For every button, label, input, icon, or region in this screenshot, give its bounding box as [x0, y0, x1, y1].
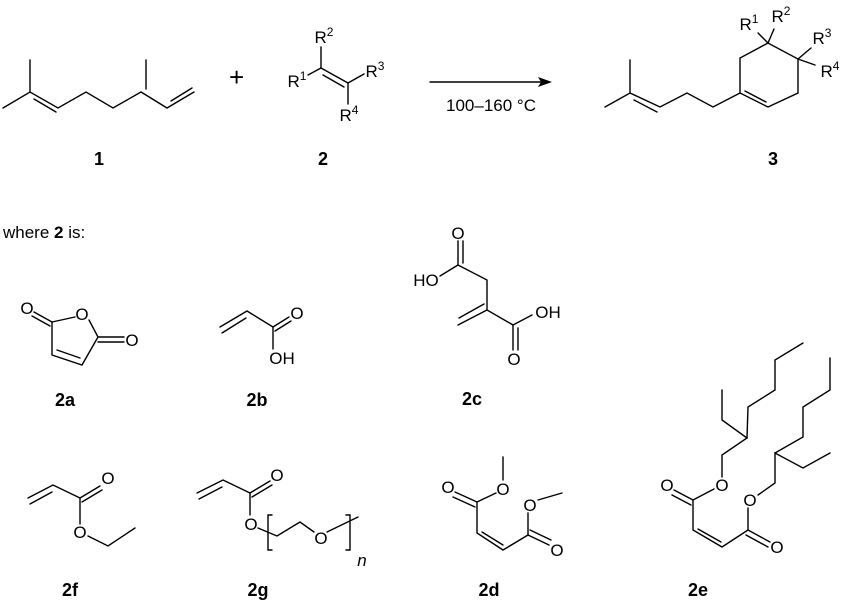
left-bracket — [267, 514, 273, 551]
carbonyl-oxygen: O — [507, 350, 520, 369]
repeat-subscript: n — [357, 551, 366, 570]
compound-2g-label: 2g — [247, 580, 268, 600]
r1-label: R1 — [288, 69, 307, 91]
ring-oxygen: O — [75, 305, 88, 324]
r4-label: R4 — [340, 103, 359, 125]
carbonyl-oxygen: O — [101, 469, 114, 488]
carbonyl-oxygen: O — [441, 478, 454, 497]
compound-2-label: 2 — [318, 149, 328, 169]
compound-3-label: 3 — [768, 149, 778, 169]
ester-oxygen: O — [715, 476, 728, 495]
compound-2b-structure: O OH — [219, 304, 304, 368]
ether-oxygen: O — [314, 529, 327, 548]
r4-label: R4 — [821, 59, 840, 81]
compound-2b-label: 2b — [246, 390, 267, 410]
carbonyl-oxygen: O — [770, 538, 783, 557]
reaction-arrow — [429, 77, 552, 87]
compound-2f-label: 2f — [62, 580, 79, 600]
compound-2d-structure: O O O O — [441, 456, 564, 560]
carbonyl-oxygen: O — [20, 299, 33, 318]
r2-label: R2 — [315, 25, 334, 47]
reaction-conditions: 100–160 °C — [446, 96, 536, 115]
carbonyl-oxygen: O — [451, 224, 464, 243]
r2-label: R2 — [772, 4, 791, 26]
hydroxyl-group: OH — [269, 349, 295, 368]
carbonyl-oxygen: O — [270, 466, 283, 485]
hydroxyl-group: HO — [413, 271, 439, 290]
right-bracket — [345, 514, 351, 551]
compound-1-label: 1 — [94, 149, 104, 169]
compound-3-structure: R1 R2 R3 R4 — [604, 4, 840, 113]
compound-2-structure: R2 R1 R3 R4 — [288, 25, 385, 125]
carbonyl-oxygen: O — [660, 476, 673, 495]
ester-oxygen: O — [73, 523, 86, 542]
compound-2a-label: 2a — [55, 390, 76, 410]
compound-2c-structure: O HO OH O — [413, 224, 561, 369]
ester-oxygen: O — [496, 480, 509, 499]
carbonyl-oxygen: O — [125, 331, 138, 350]
compound-1-structure — [2, 59, 195, 113]
ester-oxygen: O — [743, 491, 756, 510]
hydroxyl-group: OH — [535, 303, 561, 322]
carbonyl-oxygen: O — [290, 304, 303, 323]
compound-2a-structure: O O O — [20, 299, 139, 366]
r3-label: R3 — [813, 26, 832, 48]
compound-2e-label: 2e — [688, 580, 708, 600]
compound-2g-structure: O O O n — [196, 466, 367, 570]
compound-2f-structure: O O — [27, 469, 136, 547]
where-caption: where 2 is: — [2, 223, 85, 242]
compound-2c-label: 2c — [462, 389, 482, 409]
plus-sign: + — [229, 62, 244, 92]
compound-2e-structure: O O O O — [660, 342, 831, 557]
r3-label: R3 — [366, 59, 385, 81]
r1-label: R1 — [740, 12, 759, 34]
ester-oxygen: O — [523, 496, 536, 515]
ester-oxygen: O — [244, 515, 257, 534]
compound-2d-label: 2d — [478, 580, 499, 600]
carbonyl-oxygen: O — [550, 541, 563, 560]
